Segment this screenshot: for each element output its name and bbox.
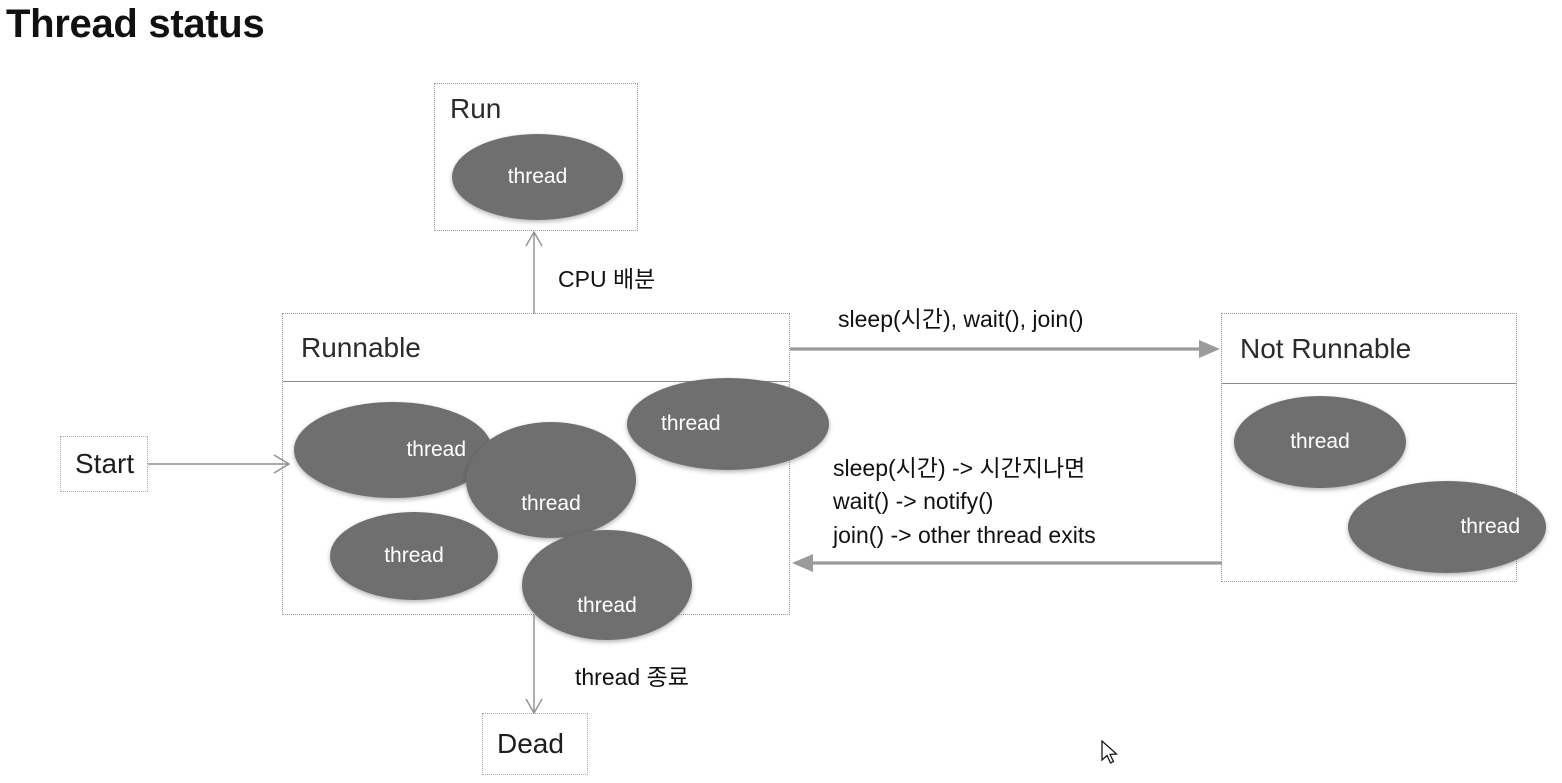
- edge-label-sleep-wait-join: sleep(시간), wait(), join(): [838, 306, 1084, 332]
- state-box-run: [434, 83, 638, 231]
- thread-ellipse: thread: [466, 422, 636, 538]
- state-header-not-runnable: Not Runnable: [1222, 314, 1516, 384]
- state-label-start: Start: [75, 448, 135, 479]
- state-box-dead: Dead: [482, 713, 588, 775]
- arrow-runnable-to-not-runnable: [790, 340, 1220, 358]
- mouse-pointer-icon: [1101, 740, 1119, 764]
- state-label-dead: Dead: [497, 728, 564, 759]
- thread-ellipse: thread: [294, 402, 492, 498]
- arrow-start-to-runnable: [148, 454, 291, 474]
- thread-ellipse: thread: [627, 378, 829, 470]
- page-title: Thread status: [6, 2, 265, 46]
- arrow-runnable-to-run: [525, 230, 543, 314]
- state-header-runnable: Runnable: [283, 314, 789, 382]
- state-box-not-runnable: Not Runnable: [1221, 313, 1517, 582]
- arrow-runnable-to-dead: [525, 615, 543, 715]
- state-label-not-runnable: Not Runnable: [1240, 332, 1412, 364]
- thread-ellipse: thread: [1234, 396, 1406, 488]
- arrow-not-runnable-to-runnable: [792, 554, 1222, 572]
- state-box-start: Start: [60, 436, 148, 492]
- state-label-run: Run: [450, 93, 502, 124]
- thread-ellipse: thread: [1348, 481, 1546, 573]
- thread-ellipse: thread: [452, 134, 623, 220]
- edge-label-cpu-allocation: CPU 배분: [558, 266, 656, 292]
- thread-ellipse: thread: [330, 512, 498, 600]
- state-label-runnable: Runnable: [301, 331, 421, 363]
- edge-label-thread-exit: thread 종료: [575, 664, 689, 690]
- edge-label-wakeup-conditions: sleep(시간) -> 시간지나면 wait() -> notify() jo…: [833, 455, 1096, 548]
- thread-ellipse: thread: [522, 530, 692, 640]
